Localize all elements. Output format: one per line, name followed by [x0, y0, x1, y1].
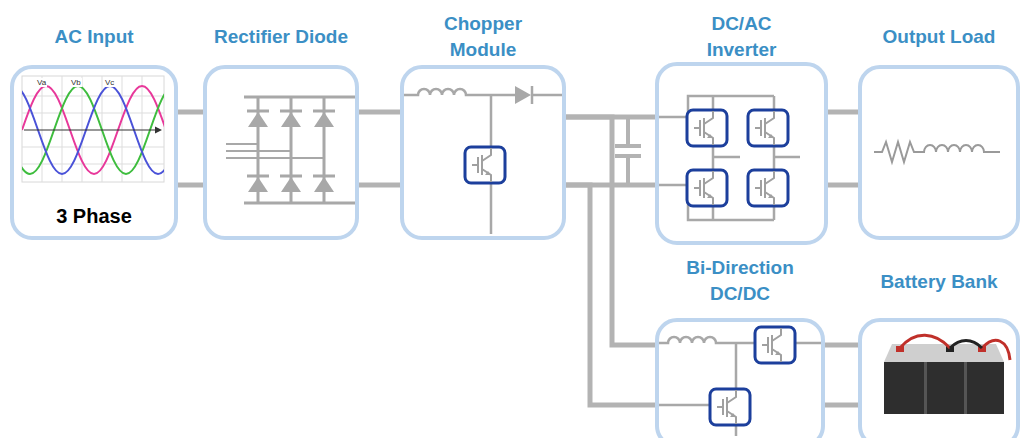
block-heading: Chopper Module: [423, 11, 543, 63]
phase-label: Va: [36, 78, 47, 87]
bus-wire: [359, 183, 400, 188]
bus-wire: [825, 343, 858, 348]
phase-label: Vc: [104, 78, 115, 87]
block-box: Chopper Module: [400, 65, 566, 240]
block-heading: AC Input: [54, 24, 133, 50]
block-heading: Output Load: [883, 24, 996, 50]
bus-wire: [828, 110, 858, 115]
bus-wire: [359, 110, 400, 115]
dc-link-capacitor: [615, 117, 641, 185]
battery-picture: [884, 335, 1010, 414]
bidirectional-converter: [659, 337, 821, 436]
block-box: AC Input3 Phase: [10, 65, 178, 240]
block-box: Output Load: [858, 65, 1020, 240]
block-heading: DC/AC Inverter: [687, 11, 797, 63]
boost-chopper: [404, 86, 562, 234]
bus-wire: [828, 183, 858, 188]
block-heading: Battery Bank: [880, 269, 997, 295]
block-heading: Rectifier Diode: [214, 24, 348, 50]
block-box: DC/AC Inverter: [655, 62, 828, 245]
bus-wire: [178, 183, 203, 188]
rl-load-symbol: [874, 142, 1000, 162]
block-box: Bi-Direction DC/DC: [655, 318, 825, 438]
diode-bridge: [226, 97, 356, 203]
bus-wire: [566, 185, 655, 405]
bus-wire: [825, 403, 858, 408]
phase-label: Vb: [70, 78, 82, 87]
h-bridge: [659, 96, 800, 220]
block-box: Battery Bank: [858, 318, 1020, 438]
block-text: 3 Phase: [14, 204, 174, 228]
block-box: Rectifier Diode: [203, 65, 359, 240]
waveform-plot: [0, 76, 182, 182]
bus-wire: [566, 117, 655, 345]
block-heading: Bi-Direction DC/DC: [670, 255, 810, 307]
bus-wire: [178, 110, 203, 115]
